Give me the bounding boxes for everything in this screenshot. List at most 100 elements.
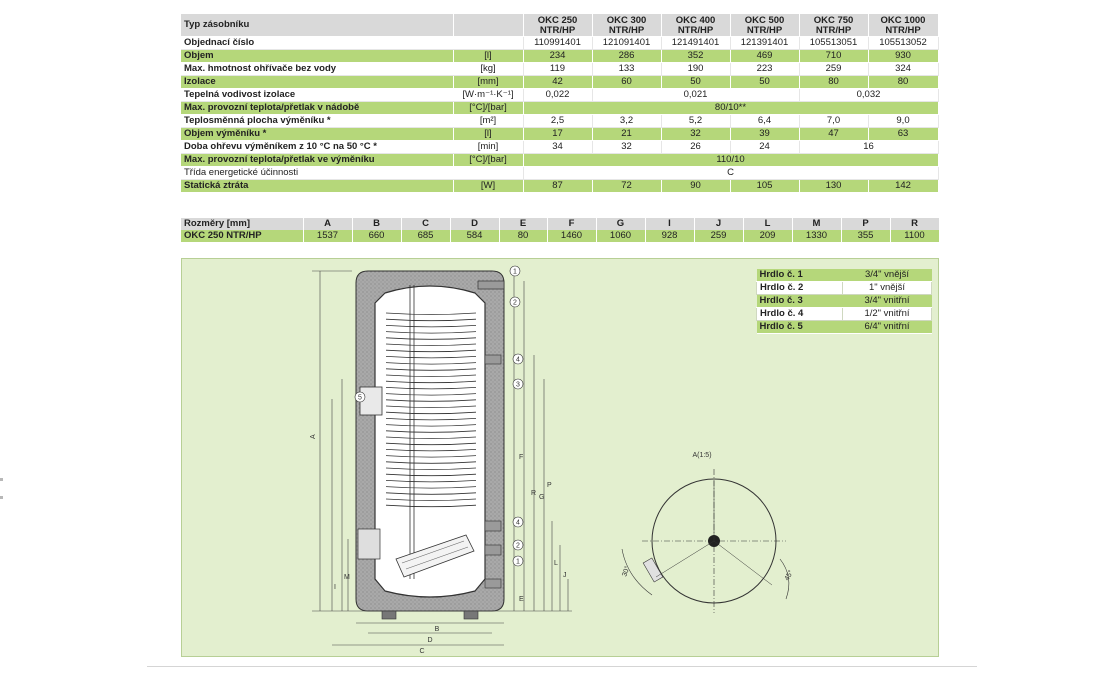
cell-value: 2,5 — [523, 114, 593, 128]
cell-value: 50 — [730, 75, 800, 89]
row-unit — [453, 166, 524, 180]
dim-label-b: B — [435, 626, 440, 633]
dim-label-c: C — [419, 648, 424, 655]
cell-value: 352 — [661, 49, 731, 63]
coil-winding — [385, 411, 477, 415]
coil-winding — [385, 318, 477, 322]
nozzle-row: Hrdlo č. 3 3/4" vnitřní — [756, 294, 932, 308]
nozzle-name: Hrdlo č. 2 — [756, 281, 843, 295]
coil-winding — [385, 405, 477, 408]
row-label: Teplosměnná plocha výměníku * — [181, 114, 454, 128]
nozzle-row: Hrdlo č. 4 1/2" vnitřní — [756, 307, 932, 321]
cell-value: 3,2 — [592, 114, 662, 128]
dim-label-e: E — [519, 596, 524, 603]
dimension-lines — [312, 270, 572, 646]
coil-winding — [385, 362, 477, 365]
cell-value: 930 — [868, 49, 939, 63]
dims-header-cell: D — [450, 218, 500, 230]
cell-value: 223 — [730, 62, 800, 76]
nozzle-row: Hrdlo č. 5 6/4" vnitřní — [756, 320, 932, 334]
dim-label-i: J — [563, 572, 567, 579]
dims-value: 685 — [401, 230, 451, 242]
coil-winding — [385, 504, 477, 508]
cell-value: 105 — [730, 179, 800, 193]
row-label: Doba ohřevu výměníkem z 10 °C na 50 °C * — [181, 140, 454, 154]
dims-header-cell: P — [841, 218, 891, 230]
callout-2-circle — [509, 296, 521, 308]
callout-1-circle — [509, 265, 521, 277]
cell-value: 24 — [730, 140, 800, 154]
callout-4: 4 — [516, 357, 520, 364]
cell-value: 63 — [868, 127, 939, 141]
footer-divider — [147, 666, 977, 667]
coil-winding — [385, 486, 477, 489]
tank-drawing: A B D C E F G P R L J M I 1 2 4 3 5 — [310, 265, 795, 655]
technical-drawing-panel: A B D C E F G P R L J M I 1 2 4 3 5 — [181, 258, 939, 657]
nozzle-value: 1/2" vnitřní — [842, 307, 932, 321]
top-view-detail: A(1:5) 30° 45° — [620, 452, 795, 613]
row-label: Objem — [181, 49, 454, 63]
cell-value: 324 — [868, 62, 939, 76]
cell-value: 32 — [661, 127, 731, 141]
dims-header-row: Rozměry [mm] A B C D E F G I J L M P R — [181, 218, 940, 230]
cell-value: 110/10 — [523, 153, 939, 167]
spec-row-exchanger-max-temp: Max. provozní teplota/přetlak ve výměník… — [181, 153, 939, 167]
dim-label-g: G — [539, 494, 544, 501]
cell-value: 133 — [592, 62, 662, 76]
cell-value: 17 — [523, 127, 593, 141]
coil-winding — [385, 418, 477, 421]
coil-winding — [385, 424, 477, 427]
callout-3-circle — [512, 378, 524, 390]
dims-value: 928 — [645, 230, 695, 242]
spec-row-tank-max-temp: Max. provozní teplota/přetlak v nádobě [… — [181, 101, 939, 115]
coil-winding — [385, 430, 477, 433]
coil-winding — [385, 349, 477, 353]
nozzle-legend-table: Hrdlo č. 1 3/4" vnější Hrdlo č. 2 1" vně… — [756, 269, 932, 334]
cell-value: 34 — [523, 140, 593, 154]
dim-label-a: A — [310, 434, 317, 439]
coil-winding — [385, 498, 477, 501]
dims-header-label: Rozměry [mm] — [181, 218, 304, 230]
nozzle-name: Hrdlo č. 4 — [756, 307, 843, 321]
row-unit: [kg] — [453, 62, 524, 76]
coil-winding — [385, 492, 477, 495]
cell-value: 9,0 — [868, 114, 939, 128]
dims-value: 1100 — [890, 230, 940, 242]
dims-header-cell: E — [499, 218, 548, 230]
cell-value: 47 — [799, 127, 869, 141]
dim-label-r: R — [531, 490, 536, 497]
coil-winding — [385, 368, 477, 371]
callout-1: 1 — [513, 269, 517, 276]
row-unit: [°C]/[bar] — [453, 101, 524, 115]
row-unit: [W·m⁻¹·K⁻¹] — [453, 88, 524, 102]
cell-value: 110991401 — [523, 36, 593, 50]
dim-label-d: D — [427, 637, 432, 644]
cell-value: 42 — [523, 75, 593, 89]
callout-3: 3 — [516, 382, 520, 389]
cell-value: C — [523, 166, 939, 180]
row-label: Max. hmotnost ohřívače bez vody — [181, 62, 454, 76]
cell-value: 6,4 — [730, 114, 800, 128]
cell-value: 130 — [799, 179, 869, 193]
dims-header-cell: J — [694, 218, 744, 230]
callout-5-circle — [354, 391, 366, 403]
cell-value: 0,022 — [523, 88, 593, 102]
row-unit: [m²] — [453, 114, 524, 128]
spec-row-heating-time: Doba ohřevu výměníkem z 10 °C na 50 °C *… — [181, 140, 939, 154]
coil-winding — [385, 449, 477, 452]
coil-winding — [385, 399, 477, 402]
row-unit: [W] — [453, 179, 524, 193]
callout-1b-circle — [512, 555, 524, 567]
nozzle-value: 3/4" vnější — [842, 269, 932, 282]
cell-value: 105513052 — [868, 36, 939, 50]
cell-value: 286 — [592, 49, 662, 63]
nozzle-value: 6/4" vnitřní — [842, 320, 932, 334]
spec-row-volume: Objem [l] 234 286 352 469 710 930 — [181, 49, 939, 63]
detail-label: A(1:5) — [692, 452, 711, 459]
coil-winding — [385, 455, 477, 458]
callout-2b: 2 — [516, 543, 520, 550]
coil-winding — [385, 436, 477, 439]
coil-winding — [385, 393, 477, 396]
